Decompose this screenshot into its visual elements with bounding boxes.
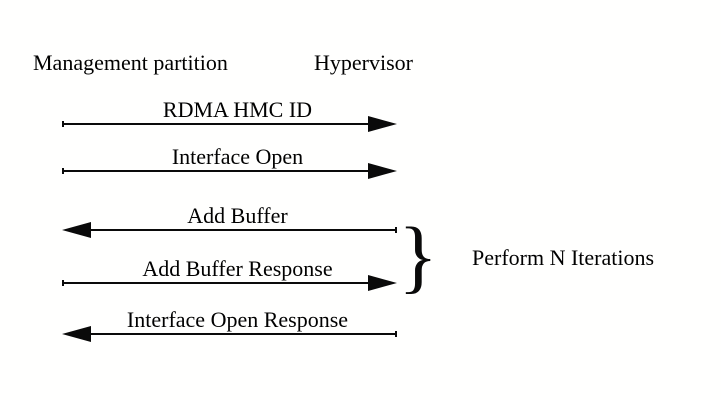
arrow-tail-tick bbox=[62, 280, 64, 286]
message-rdma-hmc-id: RDMA HMC ID bbox=[62, 97, 397, 132]
arrow-tail-tick bbox=[62, 168, 64, 174]
message-label: RDMA HMC ID bbox=[162, 97, 313, 122]
arrow-line bbox=[62, 170, 370, 172]
arrow-line bbox=[89, 333, 397, 335]
message-label: Add Buffer bbox=[187, 203, 288, 228]
curly-brace-icon: } bbox=[398, 210, 438, 301]
message-add-buffer-response: Add Buffer Response bbox=[62, 256, 397, 291]
arrow-line bbox=[62, 123, 370, 125]
message-interface-open: Interface Open bbox=[62, 144, 397, 179]
message-add-buffer: Add Buffer bbox=[62, 203, 397, 238]
actor-management-partition: Management partition bbox=[33, 50, 228, 75]
arrowhead-left-icon bbox=[62, 326, 91, 342]
arrowhead-left-icon bbox=[62, 222, 91, 238]
message-label: Interface Open Response bbox=[126, 307, 349, 332]
arrow-line bbox=[89, 229, 397, 231]
iteration-annotation: Perform N Iterations bbox=[472, 245, 655, 270]
arrowhead-right-icon bbox=[368, 275, 397, 291]
arrow-tail-tick bbox=[395, 331, 397, 337]
message-label: Add Buffer Response bbox=[142, 256, 333, 281]
message-interface-open-response: Interface Open Response bbox=[62, 307, 397, 342]
arrow-tail-tick bbox=[62, 121, 64, 127]
arrowhead-right-icon bbox=[368, 116, 397, 132]
message-label: Interface Open bbox=[171, 144, 304, 169]
actor-hypervisor: Hypervisor bbox=[314, 50, 413, 75]
arrow-line bbox=[62, 282, 370, 284]
arrow-tail-tick bbox=[395, 227, 397, 233]
arrowhead-right-icon bbox=[368, 163, 397, 179]
